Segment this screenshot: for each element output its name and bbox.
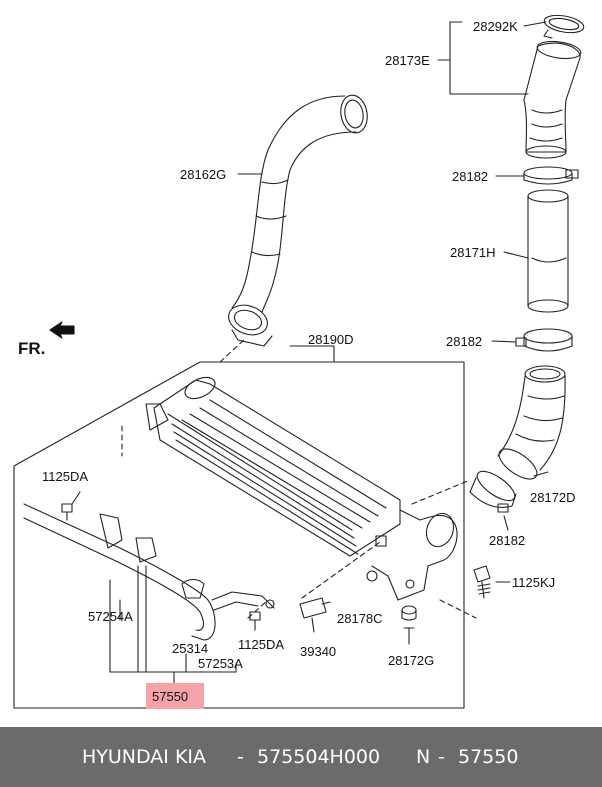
callout-hose-clamp-top: 28292K [473, 19, 518, 34]
footer-suffix-letter: N [416, 746, 431, 768]
assembly-highlight-box [146, 683, 204, 709]
pipe-middle-drawing [527, 189, 569, 313]
clamp-b-drawing [515, 328, 573, 352]
footer-separator-1: - [237, 746, 244, 768]
leader-lines [237, 21, 549, 583]
footer-separator-2: - [438, 746, 445, 768]
clamp-a-drawing [523, 166, 579, 185]
callout-bolt-left: 1125DA [42, 469, 88, 484]
parts-diagram: FR. 28292K 28173E 28182 28171H 28182 281… [13, 14, 585, 709]
callout-bolt-center: 1125DA [238, 637, 284, 652]
lower-right-hose-drawing [497, 365, 566, 480]
callout-lower-right-hose: 28172D [530, 490, 576, 505]
footer-part-number: 575504H000 [257, 746, 381, 768]
left-hose-drawing [228, 94, 368, 347]
callout-bolt-right: 1125KJ [512, 575, 555, 590]
callout-sensor: 39340 [300, 644, 336, 659]
front-arrow-icon [49, 321, 75, 339]
hose-clamp-top-drawing [543, 14, 585, 39]
bolt-left-drawing [61, 491, 81, 521]
callout-oil-line-a: 57254A [88, 609, 133, 624]
callout-oil-line-b: 57253A [198, 656, 243, 671]
callout-assembly-highlight: 57550 [152, 689, 188, 704]
oil-lines-drawing [23, 503, 275, 641]
grommet-drawing [401, 605, 417, 645]
bolt-center-drawing [249, 611, 261, 631]
callout-grommet-cap: 28178C [337, 611, 383, 626]
upper-right-hose-drawing [523, 40, 582, 159]
callout-grommet-bolt: 28172G [388, 653, 434, 668]
callout-clamp-c: 28182 [489, 533, 525, 548]
callout-clamp-b: 28182 [446, 334, 482, 349]
sensor-drawing [299, 597, 331, 633]
footer-brand: HYUNDAI KIA [82, 746, 207, 768]
leader-dashes [121, 337, 477, 619]
front-orientation-label: FR. [18, 339, 45, 358]
part-number-footer: HYUNDAI KIA - 575504H000 N - 57550 [0, 727, 602, 787]
callout-clamp-a: 28182 [452, 169, 488, 184]
callout-left-hose: 28162G [180, 167, 226, 182]
intercooler-core-drawing [145, 376, 458, 601]
assembly-bracket-leaders [109, 565, 237, 685]
footer-short-number: 57550 [458, 746, 519, 768]
callout-clip: 25314 [172, 641, 208, 656]
bolt-right-drawing [473, 565, 491, 599]
callout-intercooler-assy: 28190D [308, 332, 354, 347]
callout-pipe-middle: 28171H [450, 245, 496, 260]
clamp-c-drawing [469, 470, 517, 513]
intercooler-box-outline [13, 345, 465, 709]
callout-upper-right-hose: 28173E [385, 53, 430, 68]
